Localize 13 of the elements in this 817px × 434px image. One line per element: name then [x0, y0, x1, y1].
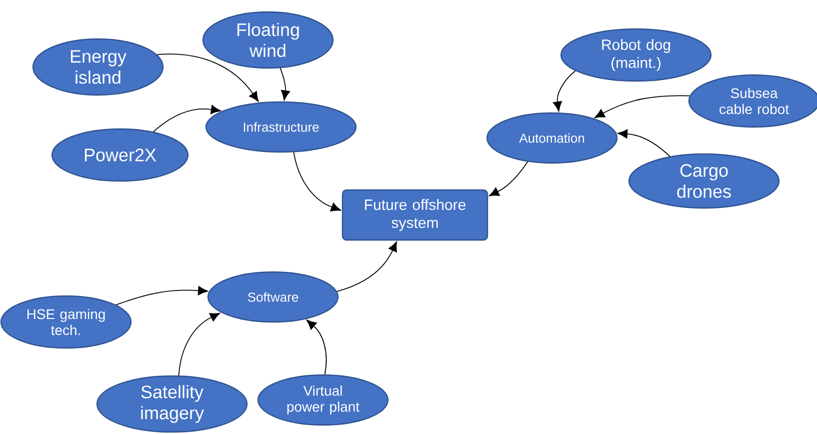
arrow [280, 68, 290, 100]
arrow [178, 312, 220, 376]
arrow [293, 152, 341, 212]
arrow [336, 242, 397, 292]
arrow [489, 161, 528, 196]
arrow [618, 129, 670, 157]
arrow [306, 320, 327, 375]
process-box: Future offshore system [342, 189, 488, 241]
arrow [594, 95, 690, 118]
arrow [552, 70, 576, 112]
arrow [116, 286, 208, 306]
arrow [152, 104, 221, 132]
arrow [156, 54, 259, 102]
